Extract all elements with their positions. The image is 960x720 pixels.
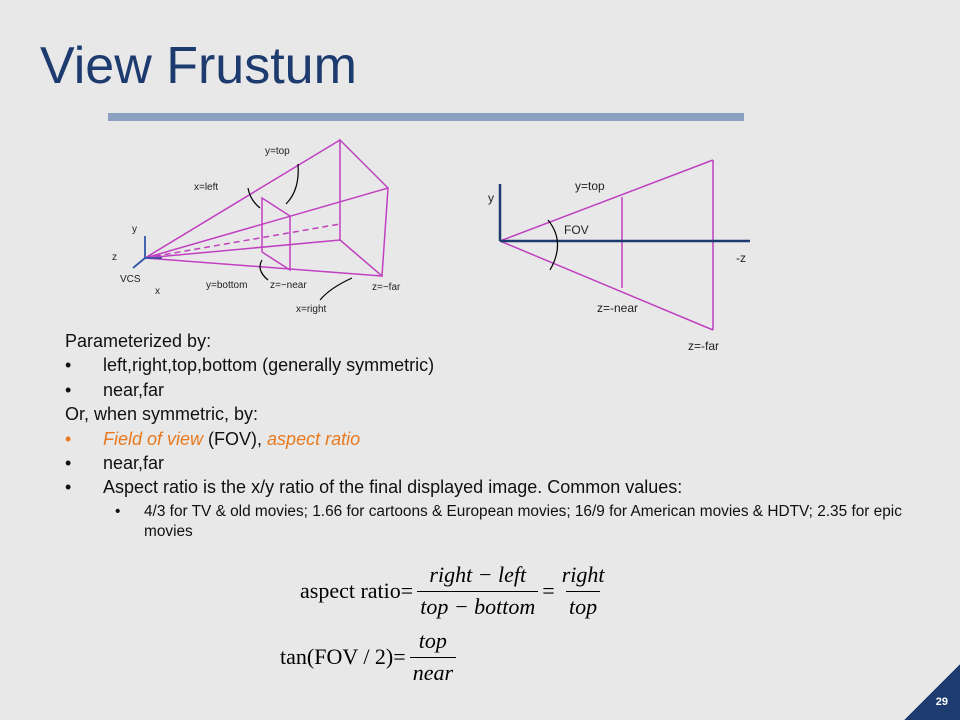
arrow-x-left: [247, 187, 261, 209]
far-plane: [339, 138, 389, 278]
label-y-top: y=top: [265, 146, 290, 157]
label-z-near: z=−near: [270, 280, 307, 291]
page-number: 29: [935, 696, 948, 708]
side-label-fov: FOV: [564, 223, 589, 237]
label-x-left: x=left: [194, 182, 218, 193]
frustum-edge-top-right: [144, 187, 389, 259]
formula-tan-fov: tan(FOV / 2) = top near: [280, 628, 460, 686]
frustum-edge-top-left: [144, 139, 341, 259]
frustum-3d-diagram: y=top x=left y z VCS x y=bottom z=−near …: [112, 138, 401, 315]
bullet-dot: •: [115, 502, 121, 520]
bullet-dot: •: [65, 379, 72, 400]
arrow-x-right: [319, 277, 353, 301]
formula1-fraction1: right − left top − bottom: [417, 562, 539, 620]
label-y-bottom: y=bottom: [206, 280, 247, 291]
corner-triangle: [904, 664, 960, 720]
bullet-aspect-definition: • Aspect ratio is the x/y ratio of the f…: [65, 475, 935, 499]
slide-body: Parameterized by: • left,right,top,botto…: [65, 329, 935, 542]
side-axes: [498, 184, 750, 243]
vcs-axes: [132, 236, 162, 269]
line-parameterized: Parameterized by:: [65, 331, 212, 351]
frustum-side-view-diagram: y y=top FOV -z z=-near z=-far: [488, 159, 750, 353]
bullet-dot: •: [65, 428, 72, 449]
bullet-dot: •: [65, 355, 72, 376]
label-x-axis: x: [155, 286, 160, 297]
bullet-dot: •: [65, 477, 72, 498]
formula2-eq: =: [393, 644, 406, 669]
formula2-lhs: tan(FOV / 2): [280, 644, 394, 669]
label-y-axis: y: [132, 224, 137, 235]
side-label-y: y: [488, 191, 494, 205]
label-vcs: VCS: [120, 274, 141, 285]
bullet-fov-aspect: • Field of view (FOV), aspect ratio: [65, 427, 935, 451]
side-label-y-top: y=top: [575, 179, 605, 193]
formula1-eq2: =: [542, 578, 555, 603]
slide-title: View Frustum: [40, 37, 357, 95]
arrow-y-top: [285, 163, 299, 205]
label-z-far: z=−far: [372, 282, 401, 293]
bullet-near-far-2: • near,far: [65, 451, 935, 475]
formula1-eq1: =: [400, 578, 414, 603]
sub-bullet-common-values: • 4/3 for TV & old movies; 1.66 for cart…: [115, 502, 902, 540]
side-edge-top: [499, 159, 714, 242]
side-label-z-far: z=-far: [688, 339, 719, 353]
view-axis-dashed: [144, 223, 341, 259]
near-plane: [261, 196, 291, 272]
label-x-right: x=right: [296, 304, 327, 315]
side-label-z-near: z=-near: [597, 301, 638, 315]
formula-aspect-ratio: aspect ratio = right − left top − bottom…: [300, 562, 612, 620]
fov-arc: [547, 219, 559, 271]
arrow-y-bottom: [259, 259, 269, 281]
frustum-edge-bottom-left: [144, 239, 341, 259]
frustum-edge-bottom-right: [144, 257, 383, 277]
bullet-dot: •: [65, 453, 72, 474]
line-or-symmetric: Or, when symmetric, by:: [65, 404, 259, 425]
side-label-neg-z: -z: [736, 251, 746, 265]
bullet-left-right-top-bottom: • left,right,top,bottom (generally symme…: [65, 353, 935, 377]
title-underline: [108, 113, 744, 121]
term-aspect-ratio: aspect ratio: [267, 428, 361, 449]
formula1-lhs: aspect ratio: [300, 578, 401, 603]
bullet-near-far: • near,far: [65, 378, 935, 402]
side-edge-bottom: [499, 240, 714, 331]
term-field-of-view: Field of view: [103, 428, 204, 449]
label-z-axis: z: [112, 252, 117, 263]
formula2-fraction: top near: [409, 628, 457, 686]
formula1-fraction2: right top: [561, 562, 605, 619]
